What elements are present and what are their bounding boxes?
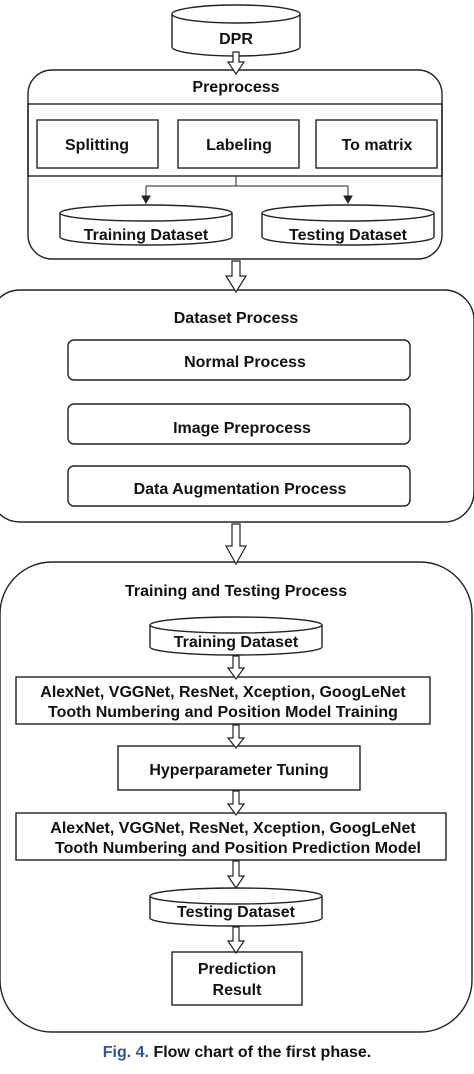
dataset-process-container (0, 289, 474, 523)
testing-dataset-cylinder-2 (149, 887, 323, 927)
figure-number: Fig. 4. (102, 1044, 149, 1061)
arrow-dpr-to-preprocess (226, 51, 246, 76)
prediction-result-box (171, 951, 303, 1006)
normal-process-label: Normal Process (184, 354, 306, 371)
arrow-preprocess-to-dataset (224, 260, 248, 294)
prediction-model-line-1: AlexNet, VGGNet, ResNet, Xception, GoogL… (50, 820, 416, 837)
arrow-testing-to-result (226, 926, 246, 955)
to-matrix-box (315, 119, 438, 169)
preprocess-title: Preprocess (192, 79, 279, 96)
model-training-line-1: AlexNet, VGGNet, ResNet, Xception, GoogL… (40, 684, 406, 701)
normal-process-box (67, 339, 411, 381)
training-dataset-label-2: Training Dataset (174, 634, 299, 651)
figure-caption: Fig. 4. Flow chart of the first phase. (0, 1044, 474, 1062)
labeling-box (177, 119, 300, 169)
prediction-result-line-1: Prediction (198, 961, 276, 978)
model-training-line-2: Tooth Numbering and Position Model Train… (48, 704, 398, 721)
hyperparameter-tuning-label: Hyperparameter Tuning (149, 762, 328, 779)
prediction-model-box (15, 812, 447, 861)
splitting-label: Splitting (65, 137, 129, 154)
prediction-model-line-2: Tooth Numbering and Position Prediction … (55, 840, 421, 857)
testing-dataset-label-2: Testing Dataset (177, 904, 296, 921)
dpr-cylinder (171, 4, 301, 57)
split-connector (141, 176, 353, 205)
testing-dataset-label-1: Testing Dataset (289, 227, 408, 244)
training-dataset-cylinder-2 (149, 616, 323, 656)
hyperparameter-tuning-box (117, 745, 361, 791)
training-dataset-label-1: Training Dataset (84, 227, 209, 244)
arrow-dataset-to-training (224, 523, 248, 566)
image-preprocess-box (67, 403, 411, 445)
testing-dataset-cylinder-1 (261, 204, 435, 246)
training-testing-title: Training and Testing Process (125, 583, 347, 600)
prediction-result-line-2: Result (213, 982, 263, 999)
arrow-training-dataset-to-model (226, 655, 246, 681)
preprocess-steps-group (27, 103, 443, 177)
model-training-box (15, 676, 431, 725)
labeling-label: Labeling (206, 137, 272, 154)
arrow-tuning-to-prediction (226, 790, 246, 817)
dataset-process-title: Dataset Process (174, 310, 299, 327)
training-dataset-cylinder-1 (59, 204, 233, 246)
arrow-prediction-to-testing (226, 860, 246, 890)
caption-text: Flow chart of the first phase. (153, 1044, 372, 1061)
image-preprocess-label: Image Preprocess (173, 420, 311, 437)
data-augmentation-box (67, 465, 411, 507)
splitting-box (36, 119, 159, 169)
dpr-label: DPR (219, 31, 253, 48)
data-augmentation-label: Data Augmentation Process (134, 481, 347, 498)
to-matrix-label: To matrix (342, 137, 413, 154)
arrow-model-to-tuning (226, 724, 246, 749)
block-arrows (224, 51, 248, 955)
